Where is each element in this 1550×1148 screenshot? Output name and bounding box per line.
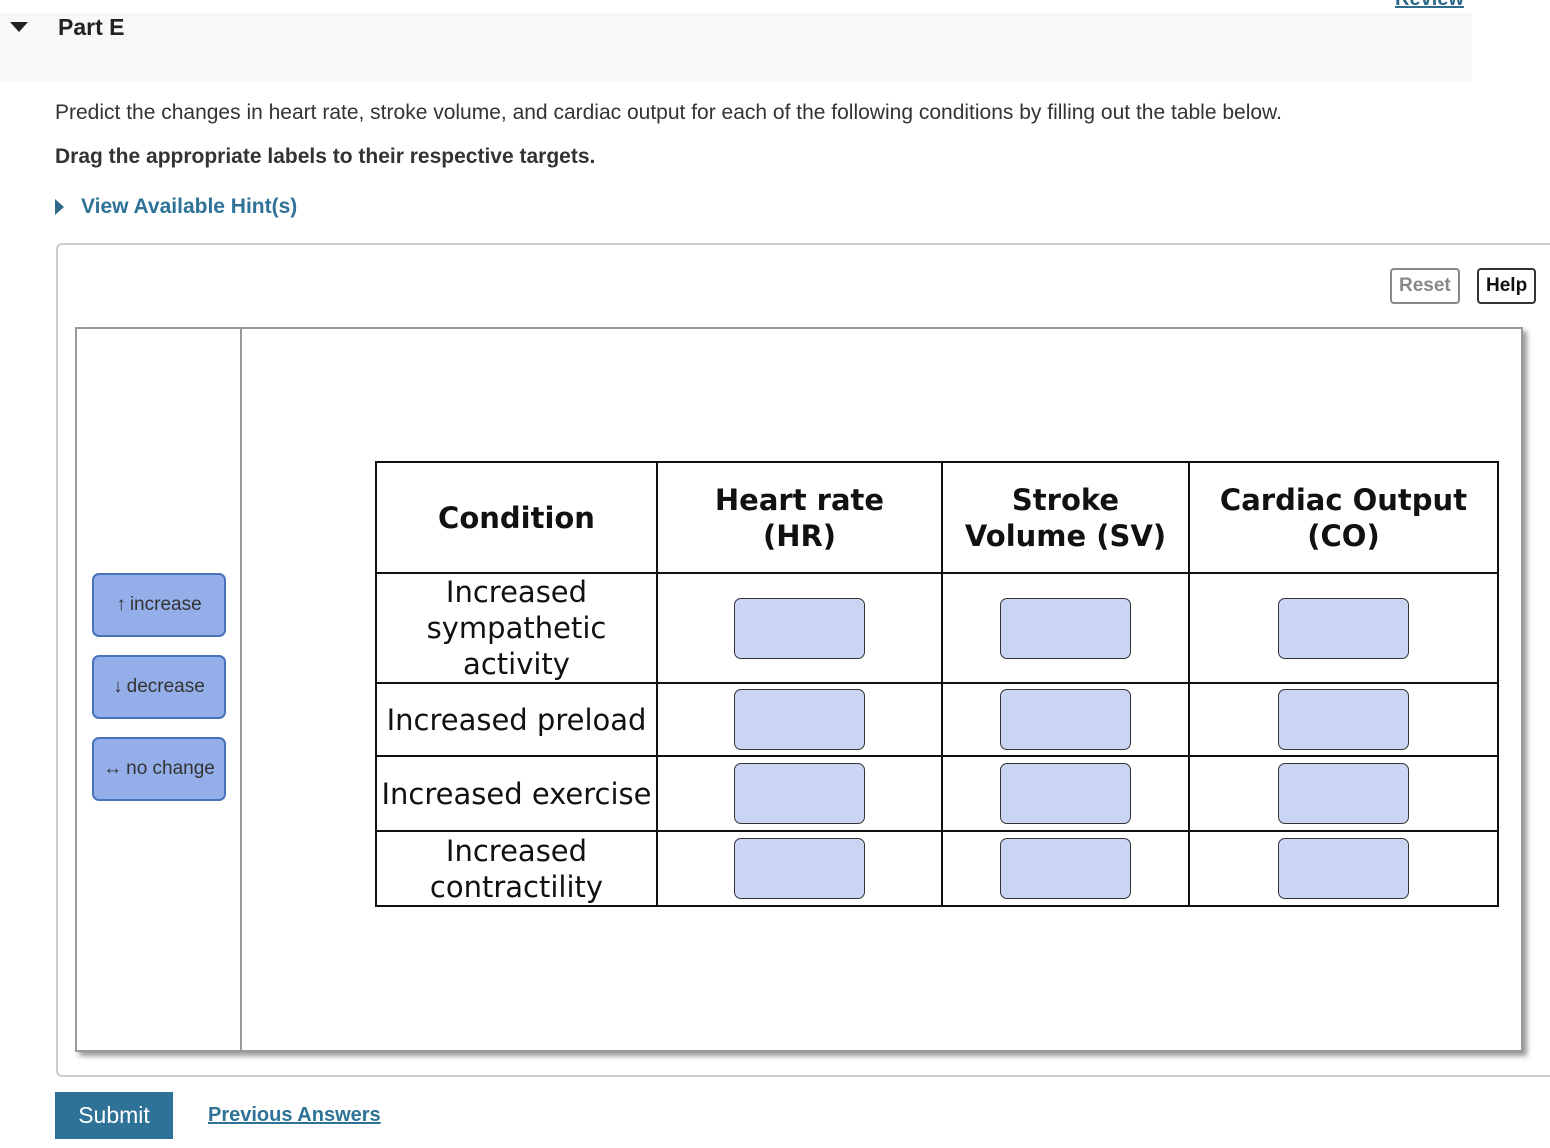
drop-target-co[interactable] <box>1278 689 1409 750</box>
part-header <box>0 13 1472 82</box>
label-bank-divider <box>240 327 242 1050</box>
header-sv: Stroke Volume (SV) <box>941 461 1190 574</box>
co-cell <box>1188 572 1499 684</box>
sv-cell <box>941 682 1190 757</box>
review-link[interactable]: Review <box>1395 0 1464 11</box>
question-prompt: Predict the changes in heart rate, strok… <box>55 101 1282 124</box>
help-button[interactable]: Help <box>1477 268 1537 304</box>
table-row: Increased exercise <box>375 755 1499 832</box>
drop-target-sv[interactable] <box>1000 689 1131 750</box>
hr-cell <box>656 830 943 907</box>
drop-target-sv[interactable] <box>1000 763 1131 824</box>
part-title: Part E <box>58 14 125 40</box>
label-no-change[interactable]: ↔no change <box>92 737 226 801</box>
arrow-left-right-icon: ↔ <box>103 758 123 779</box>
label-decrease[interactable]: ↓decrease <box>92 655 226 719</box>
prediction-table: Condition Heart rate (HR) Stroke Volume … <box>375 461 1499 907</box>
hr-cell <box>656 572 943 684</box>
collapse-triangle-icon[interactable] <box>10 22 28 32</box>
header-co: Cardiac Output (CO) <box>1188 461 1499 574</box>
drop-target-hr[interactable] <box>734 838 865 899</box>
sv-cell <box>941 755 1190 832</box>
drop-target-co[interactable] <box>1278 763 1409 824</box>
hr-cell <box>656 682 943 757</box>
drop-target-sv[interactable] <box>1000 838 1131 899</box>
expand-triangle-icon[interactable] <box>55 199 64 215</box>
table-row: Increased preload <box>375 682 1499 757</box>
drop-target-hr[interactable] <box>734 597 865 659</box>
table-row: Increased sympathetic activity <box>375 572 1499 684</box>
submit-button[interactable]: Submit <box>55 1092 173 1139</box>
drop-target-sv[interactable] <box>1000 597 1131 659</box>
reset-button[interactable]: Reset <box>1390 268 1460 304</box>
condition-cell: Increased preload <box>375 682 658 757</box>
sv-cell <box>941 572 1190 684</box>
condition-cell: Increased sympathetic activity <box>375 572 658 684</box>
label-text: no change <box>126 758 215 779</box>
condition-cell: Increased exercise <box>375 755 658 832</box>
label-text: decrease <box>126 676 205 697</box>
drop-target-hr[interactable] <box>734 689 865 750</box>
hr-cell <box>656 755 943 832</box>
view-hints-link[interactable]: View Available Hint(s) <box>81 195 298 218</box>
arrow-down-icon: ↓ <box>113 676 123 697</box>
label-text: increase <box>129 594 202 615</box>
arrow-up-icon: ↑ <box>116 594 126 615</box>
header-hr: Heart rate (HR) <box>656 461 943 574</box>
instruction: Drag the appropriate labels to their res… <box>55 145 596 168</box>
drop-target-co[interactable] <box>1278 838 1409 899</box>
co-cell <box>1188 755 1499 832</box>
drop-target-co[interactable] <box>1278 597 1409 659</box>
previous-answers-link[interactable]: Previous Answers <box>208 1104 381 1126</box>
co-cell <box>1188 682 1499 757</box>
drop-target-hr[interactable] <box>734 763 865 824</box>
label-increase[interactable]: ↑increase <box>92 573 226 637</box>
condition-cell: Increased contractility <box>375 830 658 907</box>
header-condition: Condition <box>375 461 658 574</box>
co-cell <box>1188 830 1499 907</box>
sv-cell <box>941 830 1190 907</box>
table-row: Increased contractility <box>375 830 1499 907</box>
drag-drop-panel <box>56 243 1550 1077</box>
